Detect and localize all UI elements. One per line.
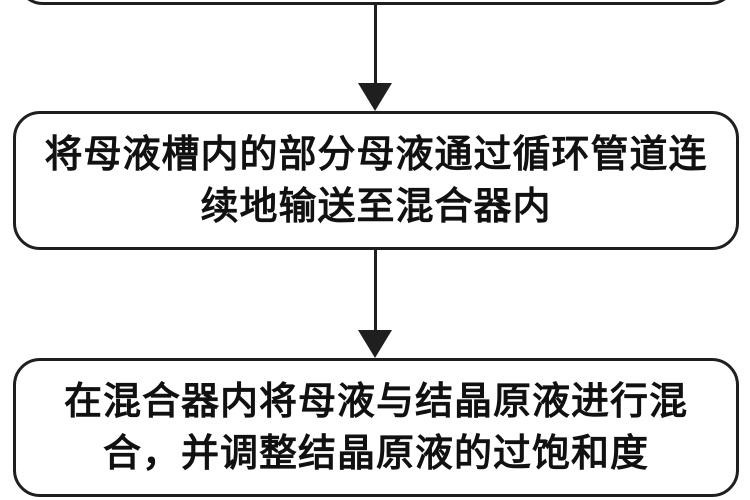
down-arrow-2-shaft bbox=[374, 249, 377, 333]
flowchart-step-2-box: 在混合器内将母液与结晶原液进行混 合，并调整结晶原液的过饱和度 bbox=[13, 358, 739, 497]
down-arrow-2-arrowhead-icon bbox=[358, 330, 392, 358]
down-arrow-1-shaft bbox=[374, 4, 377, 86]
step-1-text-line-2: 续地输送至混合器内 bbox=[200, 185, 552, 228]
flowchart-step-1-box: 将母液槽内的部分母液通过循环管道连 续地输送至混合器内 bbox=[13, 111, 739, 250]
step-2-text-line-2: 合，并调整结晶原液的过饱和度 bbox=[102, 432, 649, 475]
down-arrow-1-arrowhead-icon bbox=[358, 83, 392, 111]
step-1-text-line-1: 将母液槽内的部分母液通过循环管道连 bbox=[44, 133, 708, 176]
step-2-text-line-1: 在混合器内将母液与结晶原液进行混 bbox=[63, 380, 688, 423]
